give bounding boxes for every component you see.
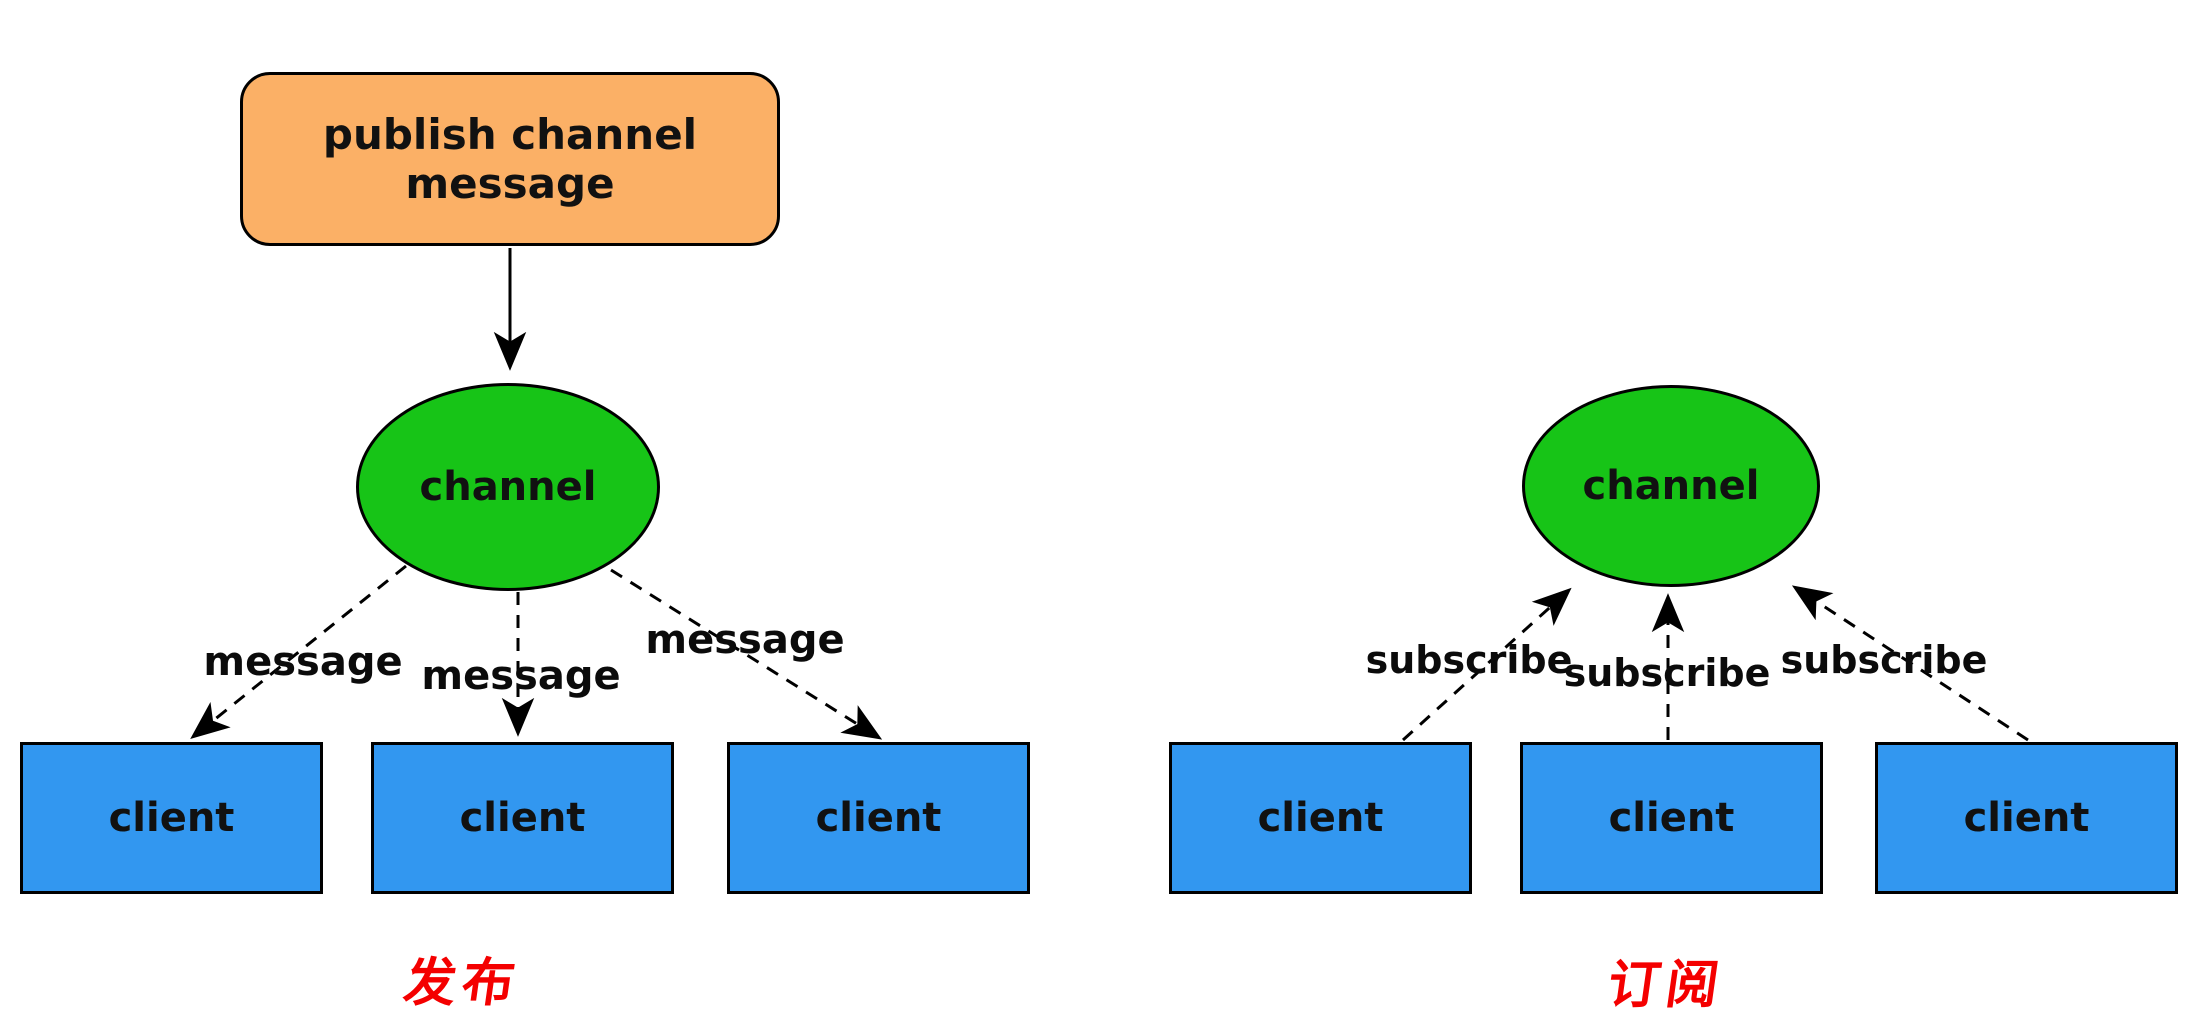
client-node-left-1: client (20, 742, 323, 894)
caption-subscribe: 订阅 (1604, 955, 1729, 1016)
subscribe-edge-label-3: subscribe (1780, 638, 1988, 682)
channel-node-left: channel (356, 383, 660, 591)
channel-node-right: channel (1522, 385, 1820, 587)
subscribe-arrow-1 (1401, 587, 1572, 742)
client-node-right-2: client (1520, 742, 1823, 894)
publish-box: publish channel message (240, 72, 780, 246)
message-edge-label-2: message (421, 653, 621, 699)
client-node-right-1: client (1169, 742, 1472, 894)
client-node-right-3: client (1875, 742, 2178, 894)
subscribe-edge-label-1: subscribe (1365, 638, 1573, 682)
caption-publish: 发布 (400, 953, 525, 1014)
client-node-left-3: client (727, 742, 1030, 894)
subscribe-arrow-3 (1791, 585, 2029, 742)
client-node-left-2: client (371, 742, 674, 894)
message-edge-label-1: message (203, 639, 403, 685)
message-edge-label-3: message (645, 617, 845, 663)
message-arrow-3 (610, 568, 883, 740)
subscribe-edge-label-2: subscribe (1563, 651, 1771, 695)
